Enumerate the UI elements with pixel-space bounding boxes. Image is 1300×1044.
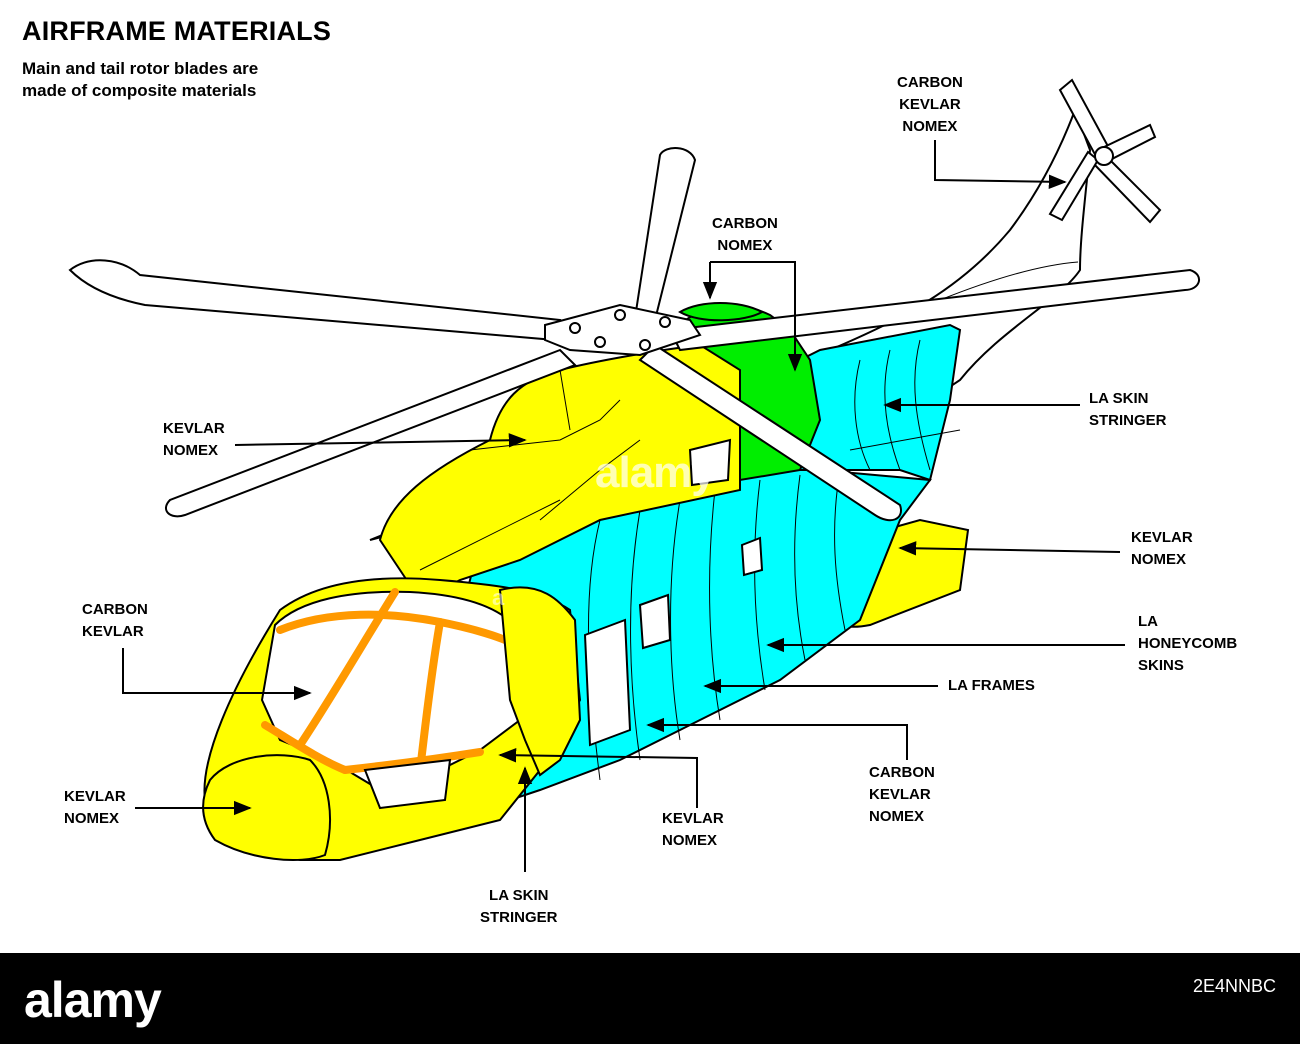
label-text: CARBON bbox=[712, 215, 778, 232]
nose-cap bbox=[202, 754, 331, 861]
label-text: LA bbox=[1138, 613, 1158, 630]
label-text: KEVLAR bbox=[1131, 529, 1193, 546]
label-text: KEVLAR bbox=[662, 810, 724, 827]
label-text: CARBON bbox=[82, 601, 148, 618]
label-windshield: CARBON KEVLAR bbox=[82, 599, 148, 643]
label-text: STRINGER bbox=[480, 909, 558, 926]
label-tail-rotor: CARBON KEVLAR NOMEX bbox=[897, 72, 963, 138]
cowl-top bbox=[678, 302, 765, 322]
label-text: KEVLAR bbox=[899, 96, 961, 113]
image-id: 2E4NNBC bbox=[1192, 976, 1276, 996]
cockpit-side-window bbox=[363, 758, 452, 810]
image-watermark-letter: a bbox=[492, 585, 504, 610]
label-text: LA SKIN bbox=[1089, 390, 1149, 407]
label-text: SKINS bbox=[1138, 657, 1184, 674]
label-text: HONEYCOMB bbox=[1138, 635, 1238, 652]
label-engine-cowl: CARBON NOMEX bbox=[712, 213, 778, 257]
label-text: KEVLAR bbox=[869, 786, 931, 803]
diagram-subtitle: Main and tail rotor blades are made of c… bbox=[22, 58, 322, 102]
brand-logo: alamy bbox=[24, 972, 162, 1028]
label-text: CARBON bbox=[897, 74, 963, 91]
label-text: NOMEX bbox=[64, 810, 120, 827]
footer-bar: alamy 2E4NNBC bbox=[0, 953, 1300, 1044]
label-text: KEVLAR bbox=[163, 420, 225, 437]
label-honeycomb: LA HONEYCOMB SKINS bbox=[1138, 611, 1237, 677]
tail-rotor bbox=[1048, 78, 1162, 224]
label-frames: LA FRAMES bbox=[948, 675, 1035, 697]
label-text: NOMEX bbox=[662, 832, 718, 849]
label-tail-boom: LA SKIN STRINGER bbox=[1089, 388, 1167, 432]
label-text: NOMEX bbox=[1131, 551, 1187, 568]
label-text: CARBON bbox=[869, 764, 935, 781]
diagram-canvas: AIRFRAME MATERIALS Main and tail rotor b… bbox=[22, 16, 1238, 929]
label-text: KEVLAR bbox=[82, 623, 144, 640]
label-door-frame: CARBON KEVLAR NOMEX bbox=[869, 762, 935, 828]
label-sponson: KEVLAR NOMEX bbox=[1131, 527, 1193, 571]
label-lower-skin: LA SKIN STRINGER bbox=[480, 885, 558, 929]
windshield bbox=[260, 590, 527, 792]
helicopter-diagram bbox=[68, 78, 1200, 872]
label-text: STRINGER bbox=[1089, 412, 1167, 429]
cabin-windows bbox=[583, 438, 764, 747]
label-text: NOMEX bbox=[869, 808, 925, 825]
image-watermark: alamy bbox=[595, 448, 716, 497]
leader-lines bbox=[122, 140, 1125, 872]
label-text: LA FRAMES bbox=[948, 677, 1035, 694]
label-text: NOMEX bbox=[902, 118, 958, 135]
main-rotor bbox=[68, 147, 1200, 522]
label-upper-fairing: KEVLAR NOMEX bbox=[163, 418, 225, 462]
subtitle-line-2: made of composite materials bbox=[22, 81, 257, 100]
label-nose: KEVLAR NOMEX bbox=[64, 786, 126, 830]
label-text: LA SKIN bbox=[489, 887, 549, 904]
label-cockpit-side: KEVLAR NOMEX bbox=[662, 808, 724, 852]
frame-lines bbox=[587, 339, 961, 781]
subtitle-line-1: Main and tail rotor blades are bbox=[22, 59, 259, 78]
label-text: NOMEX bbox=[717, 237, 773, 254]
door-frame bbox=[498, 586, 582, 777]
diagram-title: AIRFRAME MATERIALS bbox=[22, 16, 332, 46]
label-text: KEVLAR bbox=[64, 788, 126, 805]
label-text: NOMEX bbox=[163, 442, 219, 459]
tail-fin-line bbox=[939, 261, 1079, 301]
